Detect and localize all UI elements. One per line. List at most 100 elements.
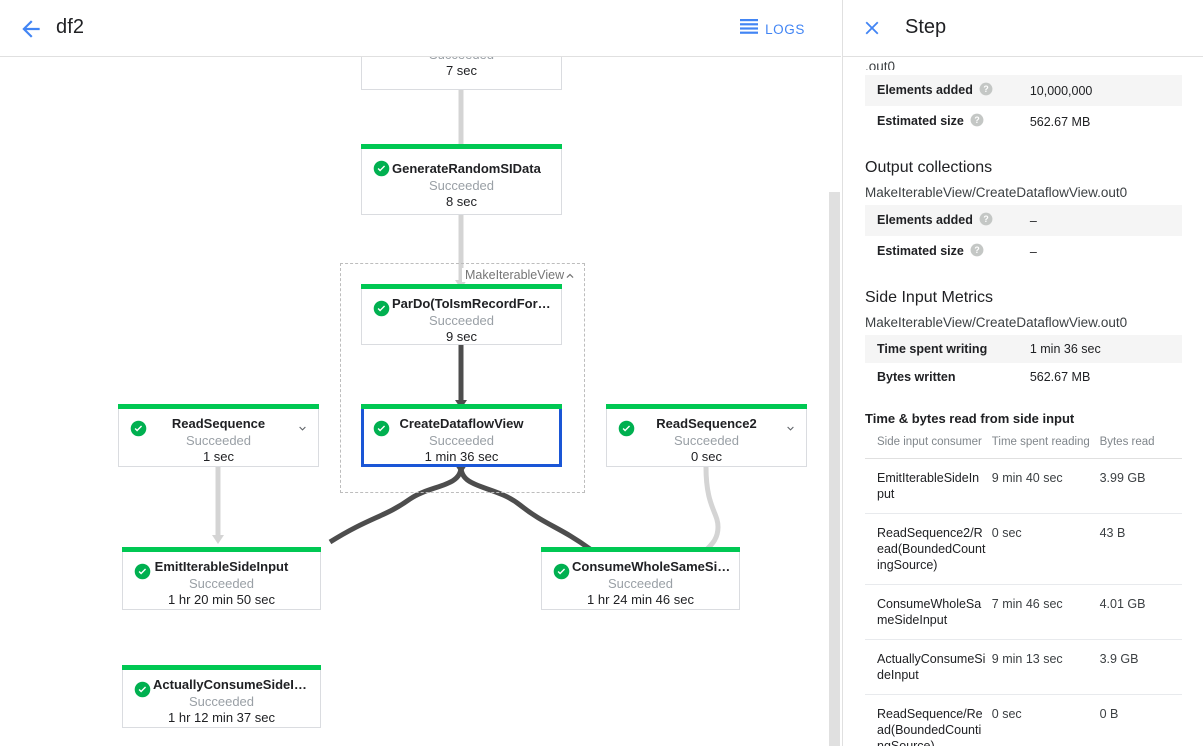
column-header-time: Time spent reading bbox=[991, 430, 1100, 459]
node-clipped-top[interactable]: Succeeded 7 sec bbox=[361, 57, 562, 90]
panel-scroll-body[interactable]: .out0 Elements added? 10,000,000 Estimat… bbox=[843, 57, 1203, 746]
metric-value: – bbox=[1029, 244, 1037, 259]
composite-label: MakeIterableView bbox=[462, 268, 568, 282]
cell-bytes: 4.01 GB bbox=[1099, 584, 1182, 640]
table-row: ConsumeWholeSameSideInput 7 min 46 sec 4… bbox=[865, 584, 1182, 640]
node-title: GenerateRandomSIData bbox=[392, 161, 541, 176]
node-time: 1 hr 24 min 46 sec bbox=[587, 592, 694, 607]
node-status-bar bbox=[361, 404, 562, 409]
node-generaterandomsidata[interactable]: GenerateRandomSIData Succeeded 8 sec bbox=[361, 144, 562, 215]
table-row: Estimated size? – bbox=[865, 236, 1182, 267]
node-consumewholesamesideinput[interactable]: ConsumeWholeSameSi… Succeeded 1 hr 24 mi… bbox=[541, 547, 740, 610]
cell-consumer: ConsumeWholeSameSideInput bbox=[865, 584, 992, 640]
svg-text:?: ? bbox=[974, 115, 979, 125]
node-status: Succeeded bbox=[673, 433, 740, 448]
node-status-bar bbox=[118, 404, 319, 409]
chevron-down-icon[interactable] bbox=[296, 422, 309, 440]
column-header-consumer: Side input consumer bbox=[865, 430, 992, 459]
help-circle-icon[interactable]: ? bbox=[970, 243, 984, 260]
node-status: Succeeded bbox=[188, 576, 255, 591]
metric-label-text: Estimated size bbox=[877, 114, 964, 128]
chevron-up-icon[interactable] bbox=[563, 269, 577, 288]
composite-makeiterableview[interactable] bbox=[340, 263, 585, 493]
graph-vertical-scrollbar[interactable] bbox=[829, 192, 840, 746]
node-pardo-toismrecordfor[interactable]: ParDo(ToIsmRecordFor… Succeeded 9 sec bbox=[361, 284, 562, 345]
cell-consumer: ReadSequence/Read(BoundedCountingSource) bbox=[865, 694, 992, 746]
node-title: ReadSequence2 bbox=[656, 416, 757, 431]
node-status-bar bbox=[361, 144, 562, 149]
output-collection-name: MakeIterableView/CreateDataflowView.out0 bbox=[865, 185, 1128, 200]
node-status-bar bbox=[541, 547, 740, 552]
success-check-icon bbox=[373, 160, 390, 177]
node-time: 1 hr 20 min 50 sec bbox=[168, 592, 275, 607]
table-row: Elements added? 10,000,000 bbox=[865, 75, 1182, 106]
success-check-icon bbox=[553, 563, 570, 580]
svg-text:?: ? bbox=[983, 214, 988, 224]
node-time: 1 sec bbox=[202, 449, 235, 464]
back-arrow-icon[interactable] bbox=[18, 16, 44, 42]
step-details-panel: Step .out0 Elements added? 10,000,000 Es… bbox=[842, 0, 1203, 746]
metric-value: 10,000,000 bbox=[1029, 83, 1093, 98]
table-row: Estimated size? 562.67 MB bbox=[865, 106, 1182, 137]
table-row: ActuallyConsumeSideInput 9 min 13 sec 3.… bbox=[865, 639, 1182, 695]
cell-time: 7 min 46 sec bbox=[991, 584, 1100, 640]
success-check-icon bbox=[373, 300, 390, 317]
metric-label: Bytes written bbox=[877, 370, 956, 384]
node-status-bar bbox=[122, 547, 321, 552]
metric-label-text: Elements added bbox=[877, 213, 973, 227]
chevron-down-icon[interactable] bbox=[784, 422, 797, 440]
metric-label-text: Estimated size bbox=[877, 244, 964, 258]
cell-time: 0 sec bbox=[991, 694, 1100, 746]
node-time: 1 min 36 sec bbox=[424, 449, 499, 464]
metric-label: Estimated size? bbox=[865, 236, 1030, 267]
node-readsequence[interactable]: ReadSequence Succeeded 1 sec bbox=[118, 404, 319, 467]
input-metrics-table: Elements added? 10,000,000 Estimated siz… bbox=[865, 75, 1182, 137]
success-check-icon bbox=[134, 681, 151, 698]
help-circle-icon[interactable]: ? bbox=[979, 82, 993, 99]
output-collections-heading: Output collections bbox=[865, 159, 993, 176]
cell-time: 9 min 40 sec bbox=[991, 458, 1100, 514]
node-status-bar bbox=[122, 665, 321, 670]
metric-label: Elements added? bbox=[865, 75, 1030, 106]
graph-canvas[interactable]: MakeIterableView Succeeded 7 sec Generat… bbox=[0, 57, 841, 746]
help-circle-icon[interactable]: ? bbox=[979, 212, 993, 229]
node-time: 7 sec bbox=[445, 63, 478, 78]
logs-button-label: LOGS bbox=[765, 22, 805, 37]
cell-time: 9 min 13 sec bbox=[991, 639, 1100, 695]
graph-pane: df2 LOGS bbox=[0, 16, 841, 746]
cell-bytes: 3.99 GB bbox=[1099, 458, 1182, 514]
table-row: Elements added? – bbox=[865, 205, 1182, 236]
node-title: CreateDataflowView bbox=[399, 416, 524, 431]
success-check-icon bbox=[373, 420, 390, 437]
node-status: Succeeded bbox=[362, 57, 561, 62]
clipped-collection-name: .out0 bbox=[865, 59, 896, 70]
svg-text:?: ? bbox=[974, 245, 979, 255]
cell-consumer: EmitIterableSideInput bbox=[865, 458, 992, 514]
node-title: EmitIterableSideInput bbox=[154, 559, 289, 574]
node-time: 8 sec bbox=[445, 194, 478, 209]
cell-bytes: 43 B bbox=[1099, 513, 1182, 585]
table-row: EmitIterableSideInput 9 min 40 sec 3.99 … bbox=[865, 458, 1182, 514]
node-time: 9 sec bbox=[445, 329, 478, 344]
node-readsequence2[interactable]: ReadSequence2 Succeeded 0 sec bbox=[606, 404, 807, 467]
metric-value: – bbox=[1029, 213, 1037, 228]
output-metrics-table: Elements added? – Estimated size? – bbox=[865, 205, 1182, 267]
help-circle-icon[interactable]: ? bbox=[970, 113, 984, 130]
side-input-consumers-table: Side input consumer Time spent reading B… bbox=[865, 430, 1182, 746]
node-status: Succeeded bbox=[428, 313, 495, 328]
logs-button[interactable]: LOGS bbox=[740, 18, 805, 41]
success-check-icon bbox=[134, 563, 151, 580]
column-header-bytes: Bytes read bbox=[1099, 430, 1182, 459]
metric-label-text: Elements added bbox=[877, 83, 973, 97]
node-createdataflowview[interactable]: CreateDataflowView Succeeded 1 min 36 se… bbox=[361, 404, 562, 467]
panel-header: Step bbox=[843, 0, 1203, 57]
node-status-bar bbox=[361, 284, 562, 289]
success-check-icon bbox=[130, 420, 147, 437]
close-icon[interactable] bbox=[861, 17, 883, 44]
node-actuallyconsumesideinput[interactable]: ActuallyConsumeSideI… Succeeded 1 hr 12 … bbox=[122, 665, 321, 728]
node-time: 0 sec bbox=[690, 449, 723, 464]
node-emititerablesideinput[interactable]: EmitIterableSideInput Succeeded 1 hr 20 … bbox=[122, 547, 321, 610]
node-status-bar bbox=[606, 404, 807, 409]
cell-consumer: ActuallyConsumeSideInput bbox=[865, 639, 992, 695]
node-title: ParDo(ToIsmRecordFor… bbox=[392, 296, 551, 311]
